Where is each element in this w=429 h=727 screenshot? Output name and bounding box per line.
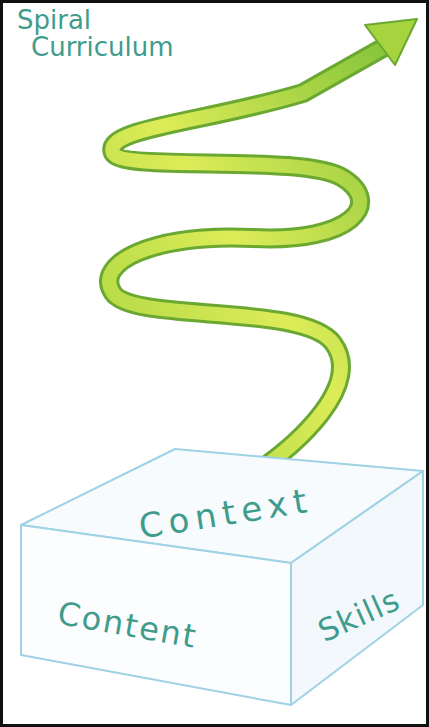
diagram-title: Spiral Curriculum [17,7,191,61]
spiral-arrowhead [365,19,417,65]
face-outline [291,471,423,705]
diagram-stage: Spiral CurriculumContextContentSkills [3,3,429,727]
box-side-face: Skills [291,471,423,705]
face-polygon [21,525,291,705]
face-polygon [291,471,423,705]
spiral-ribbon-edge [109,45,388,481]
spiral-ribbon [109,45,388,481]
box-front-face: Content [21,525,291,705]
